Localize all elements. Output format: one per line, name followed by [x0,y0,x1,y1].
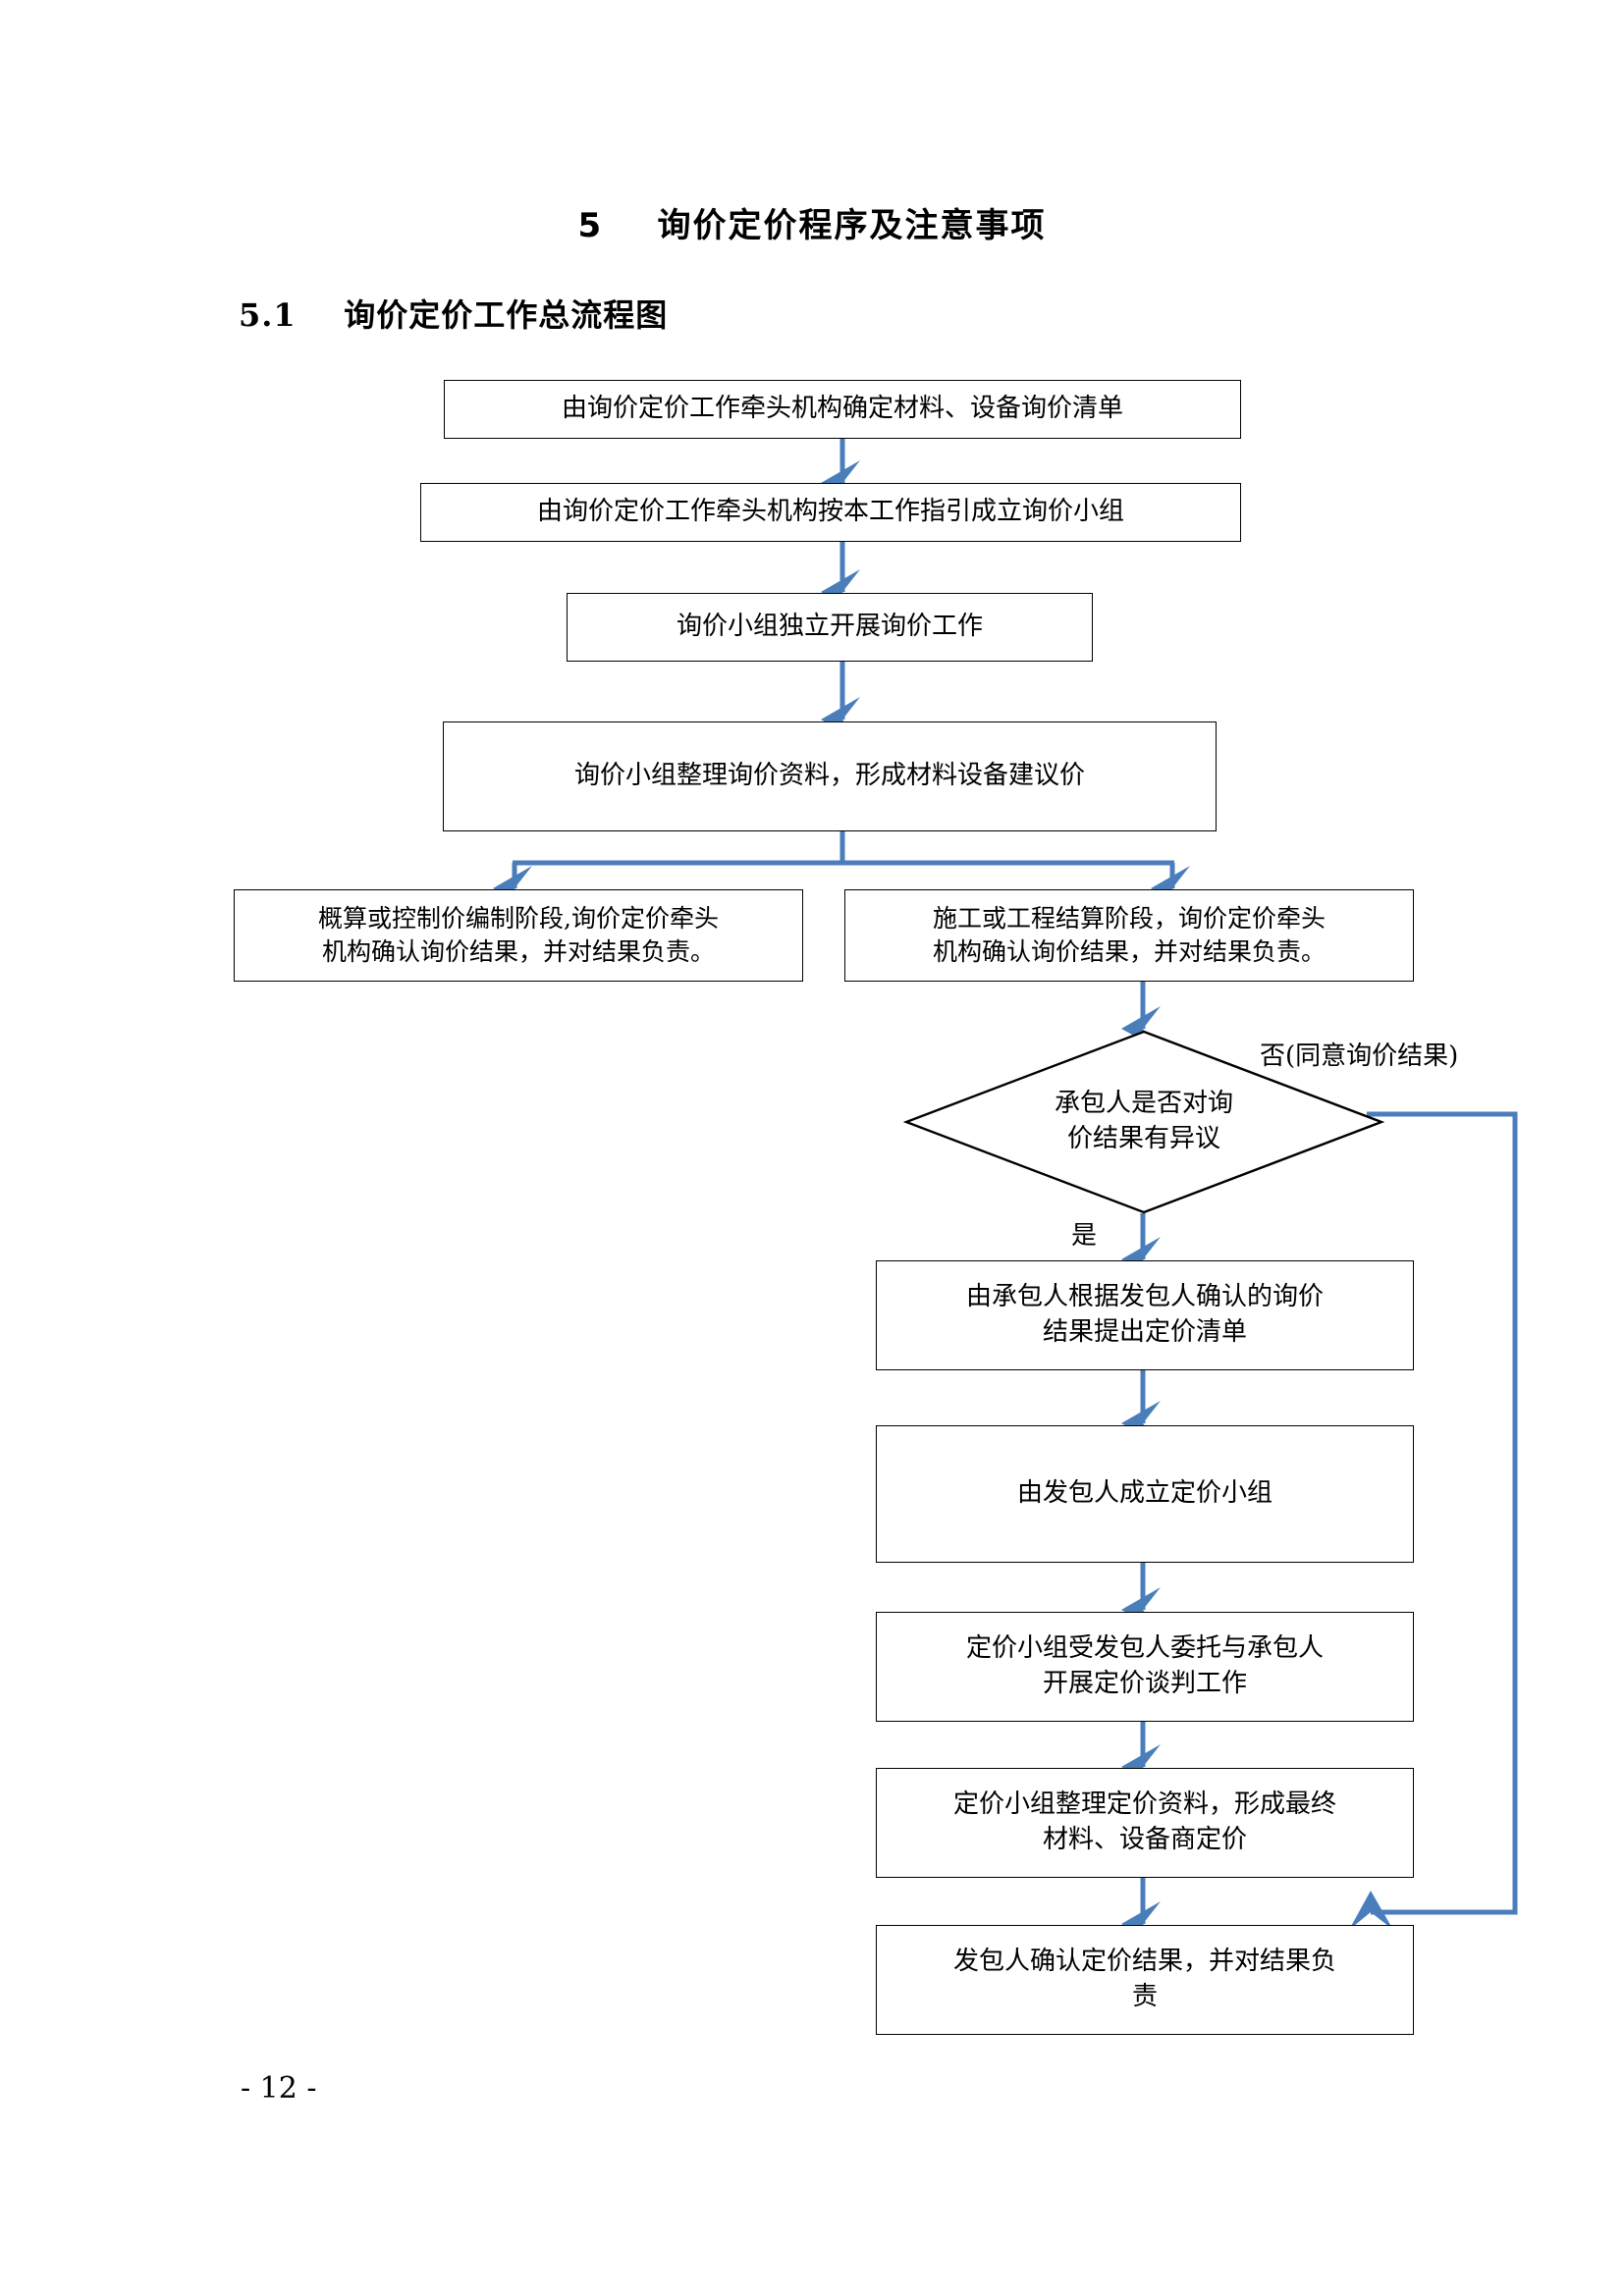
edge-label-no: 否(同意询价结果) [1260,1041,1459,1071]
edge-label-yes: 是 [1071,1221,1098,1251]
flow-node-n2: 由询价定价工作牵头机构按本工作指引成立询价小组 [420,483,1241,542]
flow-node-n1: 由询价定价工作牵头机构确定材料、设备询价清单 [444,380,1241,439]
flow-node-text: 定价小组整理定价资料，形成最终 材料、设备商定价 [952,1789,1336,1854]
flow-node-n5: 概算或控制价编制阶段,询价定价牵头 机构确认询价结果，并对结果负责。 [234,889,803,982]
flow-node-text: 由发包人成立定价小组 [1016,1478,1272,1509]
flow-node-text: 施工或工程结算阶段，询价定价牵头 机构确认询价结果，并对结果负责。 [932,903,1326,967]
page-number: - 12 - [241,2071,317,2106]
flow-node-text: 由询价定价工作牵头机构确定材料、设备询价清单 [561,394,1123,424]
flow-node-n6: 施工或工程结算阶段，询价定价牵头 机构确认询价结果，并对结果负责。 [844,889,1414,982]
flow-node-n11: 发包人确认定价结果，并对结果负 责 [876,1925,1414,2035]
decision-diamond-shape [903,1030,1384,1214]
flow-node-text: 询价小组整理询价资料，形成材料设备建议价 [573,761,1085,791]
flow-node-n4: 询价小组整理询价资料，形成材料设备建议价 [443,721,1217,831]
flow-node-text: 发包人确认定价结果，并对结果负 责 [952,1947,1336,2011]
flow-node-n9: 定价小组受发包人委托与承包人 开展定价谈判工作 [876,1612,1414,1722]
flow-node-text: 概算或控制价编制阶段,询价定价牵头 机构确认询价结果，并对结果负责。 [318,903,719,967]
flow-node-n8: 由发包人成立定价小组 [876,1425,1414,1563]
flow-node-n3: 询价小组独立开展询价工作 [567,593,1093,662]
flow-node-text: 询价小组独立开展询价工作 [676,612,983,642]
section-subtitle: 5.1 询价定价工作总流程图 [239,296,669,334]
flow-node-text: 由询价定价工作牵头机构按本工作指引成立询价小组 [536,497,1124,527]
page-title: 5 询价定价程序及注意事项 [577,206,1047,245]
flow-node-text: 定价小组受发包人委托与承包人 开展定价谈判工作 [965,1633,1324,1698]
flow-node-n10: 定价小组整理定价资料，形成最终 材料、设备商定价 [876,1768,1414,1878]
flow-node-n7: 由承包人根据发包人确认的询价 结果提出定价清单 [876,1260,1414,1370]
flow-node-text: 承包人是否对询 价结果有异议 [1054,1089,1233,1153]
flow-node-d1: 承包人是否对询 价结果有异议 [903,1029,1384,1215]
flow-node-text: 由承包人根据发包人确认的询价 结果提出定价清单 [965,1282,1324,1347]
